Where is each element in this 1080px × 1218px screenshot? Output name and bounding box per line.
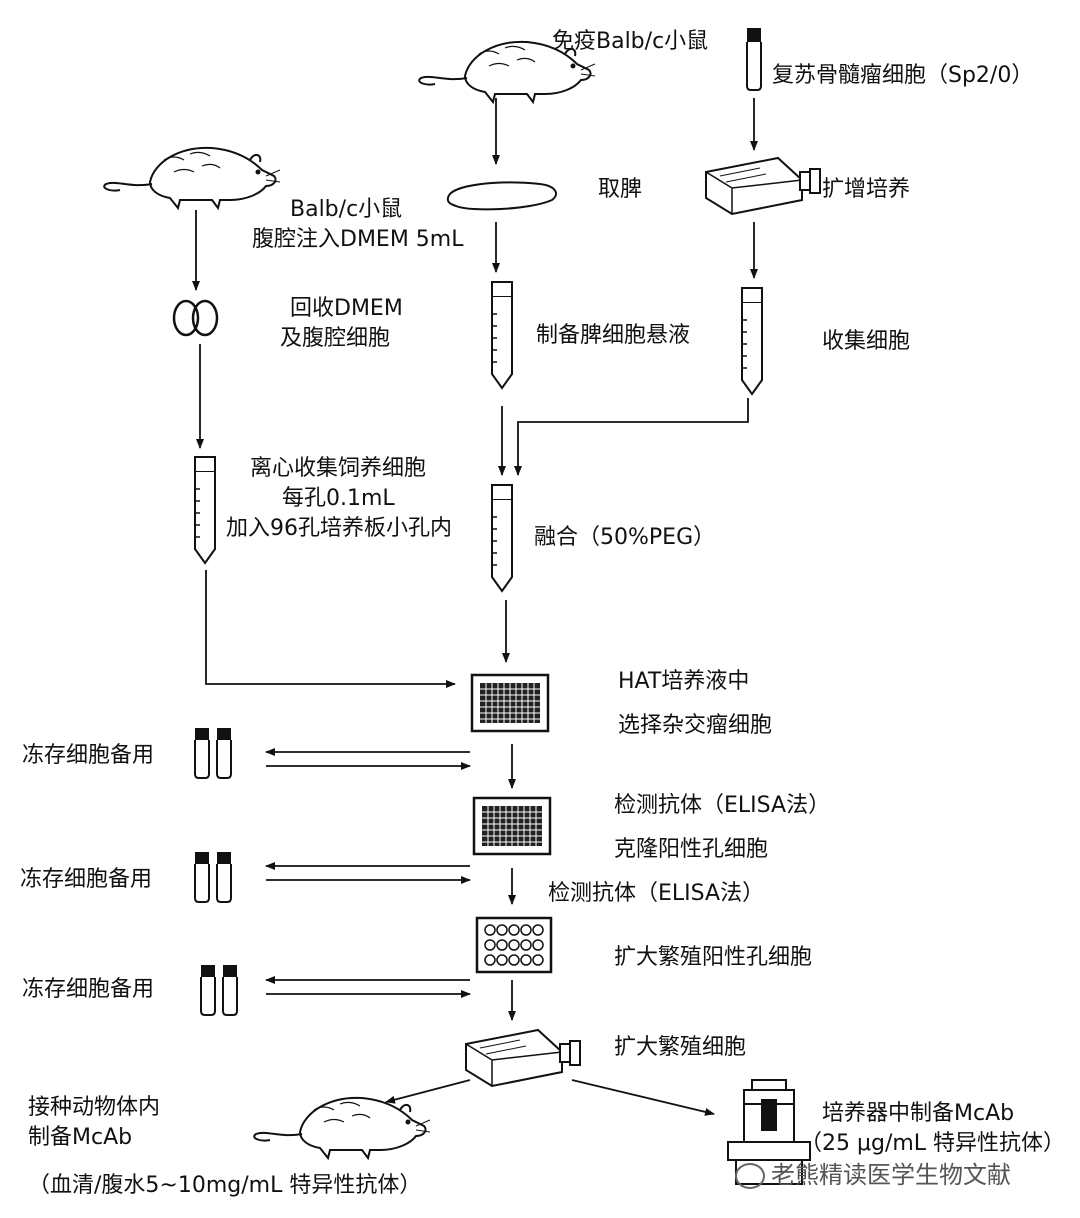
label-recover-dmem: 回收DMEM	[290, 296, 403, 321]
elisa-plate-illustration	[472, 796, 552, 856]
label-freeze-3: 冻存细胞备用	[22, 977, 155, 1002]
dmem-recovery-illustration	[172, 299, 219, 337]
label-immunize-mouse: 免疫Balb/c小鼠	[552, 29, 709, 54]
culture-flask-illustration	[705, 157, 821, 215]
label-bioreactor-conc: （25 μg/mL 特异性抗体）	[800, 1131, 1066, 1156]
inoculated-mouse-illustration	[253, 1096, 431, 1159]
label-add-96-plate: 加入96孔培养板小孔内	[226, 516, 452, 541]
fusion-tube-illustration	[491, 484, 513, 592]
label-expand-cells: 扩大繁殖细胞	[614, 1035, 747, 1060]
label-fusion: 融合（50%PEG）	[534, 525, 716, 550]
label-revive-myeloma: 复苏骨髓瘤细胞（Sp2/0）	[772, 63, 1034, 88]
label-detect-antibody-2: 检测抗体（ELISA法）	[548, 881, 765, 906]
label-take-spleen: 取脾	[598, 177, 643, 202]
label-peritoneal-inject: 腹腔注入DMEM 5mL	[252, 227, 464, 252]
label-detect-antibody-1: 检测抗体（ELISA法）	[614, 793, 831, 818]
label-collect-cells: 收集细胞	[822, 329, 911, 354]
label-per-well: 每孔0.1mL	[282, 486, 395, 511]
label-select-hybridoma: 选择杂交瘤细胞	[618, 713, 773, 738]
label-expand-culture: 扩增培养	[822, 177, 911, 202]
hat-plate-illustration	[470, 673, 550, 733]
label-serum-ascites: （血清/腹水5~10mg/mL 特异性抗体）	[28, 1173, 422, 1198]
label-bioreactor-mcab: 培养器中制备McAb	[822, 1101, 1015, 1126]
arrow-flask-to-animal	[385, 1079, 471, 1104]
arrow-flask-to-bioreactor	[571, 1079, 715, 1116]
freezing-vials-1	[194, 727, 232, 779]
watermark: 老熊精读医学生物文献	[735, 1155, 1011, 1190]
arrow-cells-to-fusion	[514, 398, 749, 476]
label-expand-positive: 扩大繁殖阳性孔细胞	[614, 945, 813, 970]
expansion-flask-illustration	[465, 1029, 581, 1087]
collected-cell-tube-illustration	[741, 287, 763, 395]
wechat-icon	[735, 1163, 765, 1189]
spleen-cell-tube-illustration	[491, 281, 513, 389]
label-clone-positive: 克隆阳性孔细胞	[614, 837, 769, 862]
label-prepare-mcab-animal: 制备McAb	[28, 1125, 133, 1150]
spleen-illustration	[446, 181, 557, 211]
label-spleen-suspension: 制备脾细胞悬液	[536, 323, 691, 348]
myeloma-vial-illustration	[746, 28, 762, 91]
arrow-feeder-to-plate	[205, 570, 456, 688]
watermark-text: 老熊精读医学生物文献	[771, 1161, 1011, 1189]
balb-mouse-illustration	[103, 146, 281, 209]
label-freeze-2: 冻存细胞备用	[20, 867, 153, 892]
feeder-cell-tube-illustration	[194, 456, 216, 564]
label-hat-medium: HAT培养液中	[618, 669, 750, 694]
expansion-plate-illustration	[475, 916, 553, 974]
label-peritoneal-cells: 及腹腔细胞	[280, 326, 391, 351]
label-balb-mouse: Balb/c小鼠	[290, 197, 403, 222]
freezing-vials-3	[200, 964, 238, 1016]
label-centrifuge-feeder: 离心收集饲养细胞	[250, 456, 427, 481]
freezing-vials-2	[194, 851, 232, 903]
label-freeze-1: 冻存细胞备用	[22, 743, 155, 768]
label-inoculate-animal: 接种动物体内	[28, 1095, 161, 1120]
